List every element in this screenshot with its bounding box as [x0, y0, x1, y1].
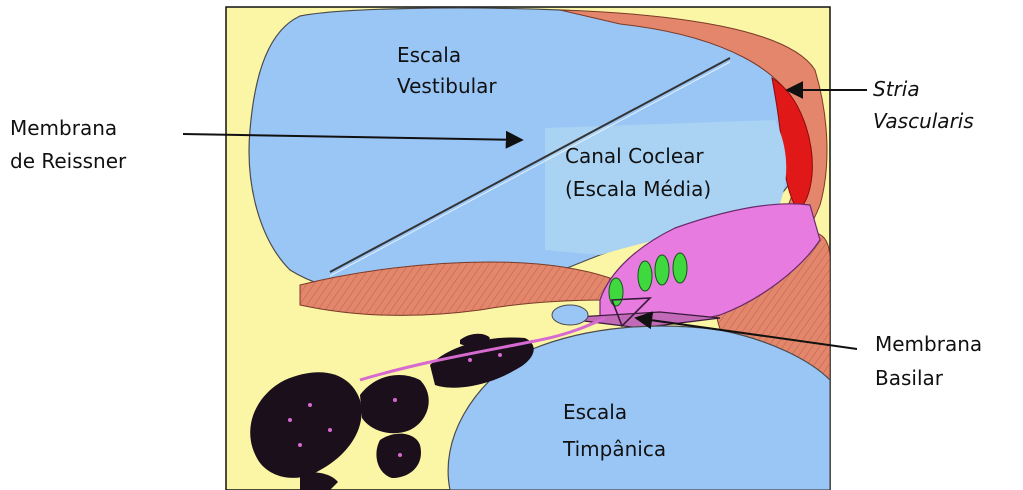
label-stria-vascularis: Stria Vascularis — [873, 77, 974, 133]
label-stria-vascularis-line2: Vascularis — [873, 109, 974, 133]
label-escala-vestibular-line1: Escala — [397, 43, 461, 67]
label-membrana-basilar-line1: Membrana — [875, 332, 982, 356]
label-canal-coclear-line2: (Escala Média) — [565, 177, 711, 201]
label-membrana-reissner-line2: de Reissner — [10, 149, 127, 173]
label-escala-timpanica-line1: Escala — [563, 400, 627, 424]
label-membrana-basilar: Membrana Basilar — [875, 332, 989, 390]
label-stria-vascularis-line1: Stria — [873, 77, 920, 101]
label-membrana-reissner: Membrana de Reissner — [10, 116, 127, 173]
label-escala-vestibular-line2: Vestibular — [397, 74, 497, 98]
inner-sulcus — [552, 305, 588, 325]
label-membrana-basilar-line2: Basilar — [875, 366, 944, 390]
label-escala-timpanica-line2: Timpânica — [562, 437, 666, 461]
label-canal-coclear-line1: Canal Coclear — [565, 144, 704, 168]
label-membrana-reissner-line1: Membrana — [10, 116, 117, 140]
